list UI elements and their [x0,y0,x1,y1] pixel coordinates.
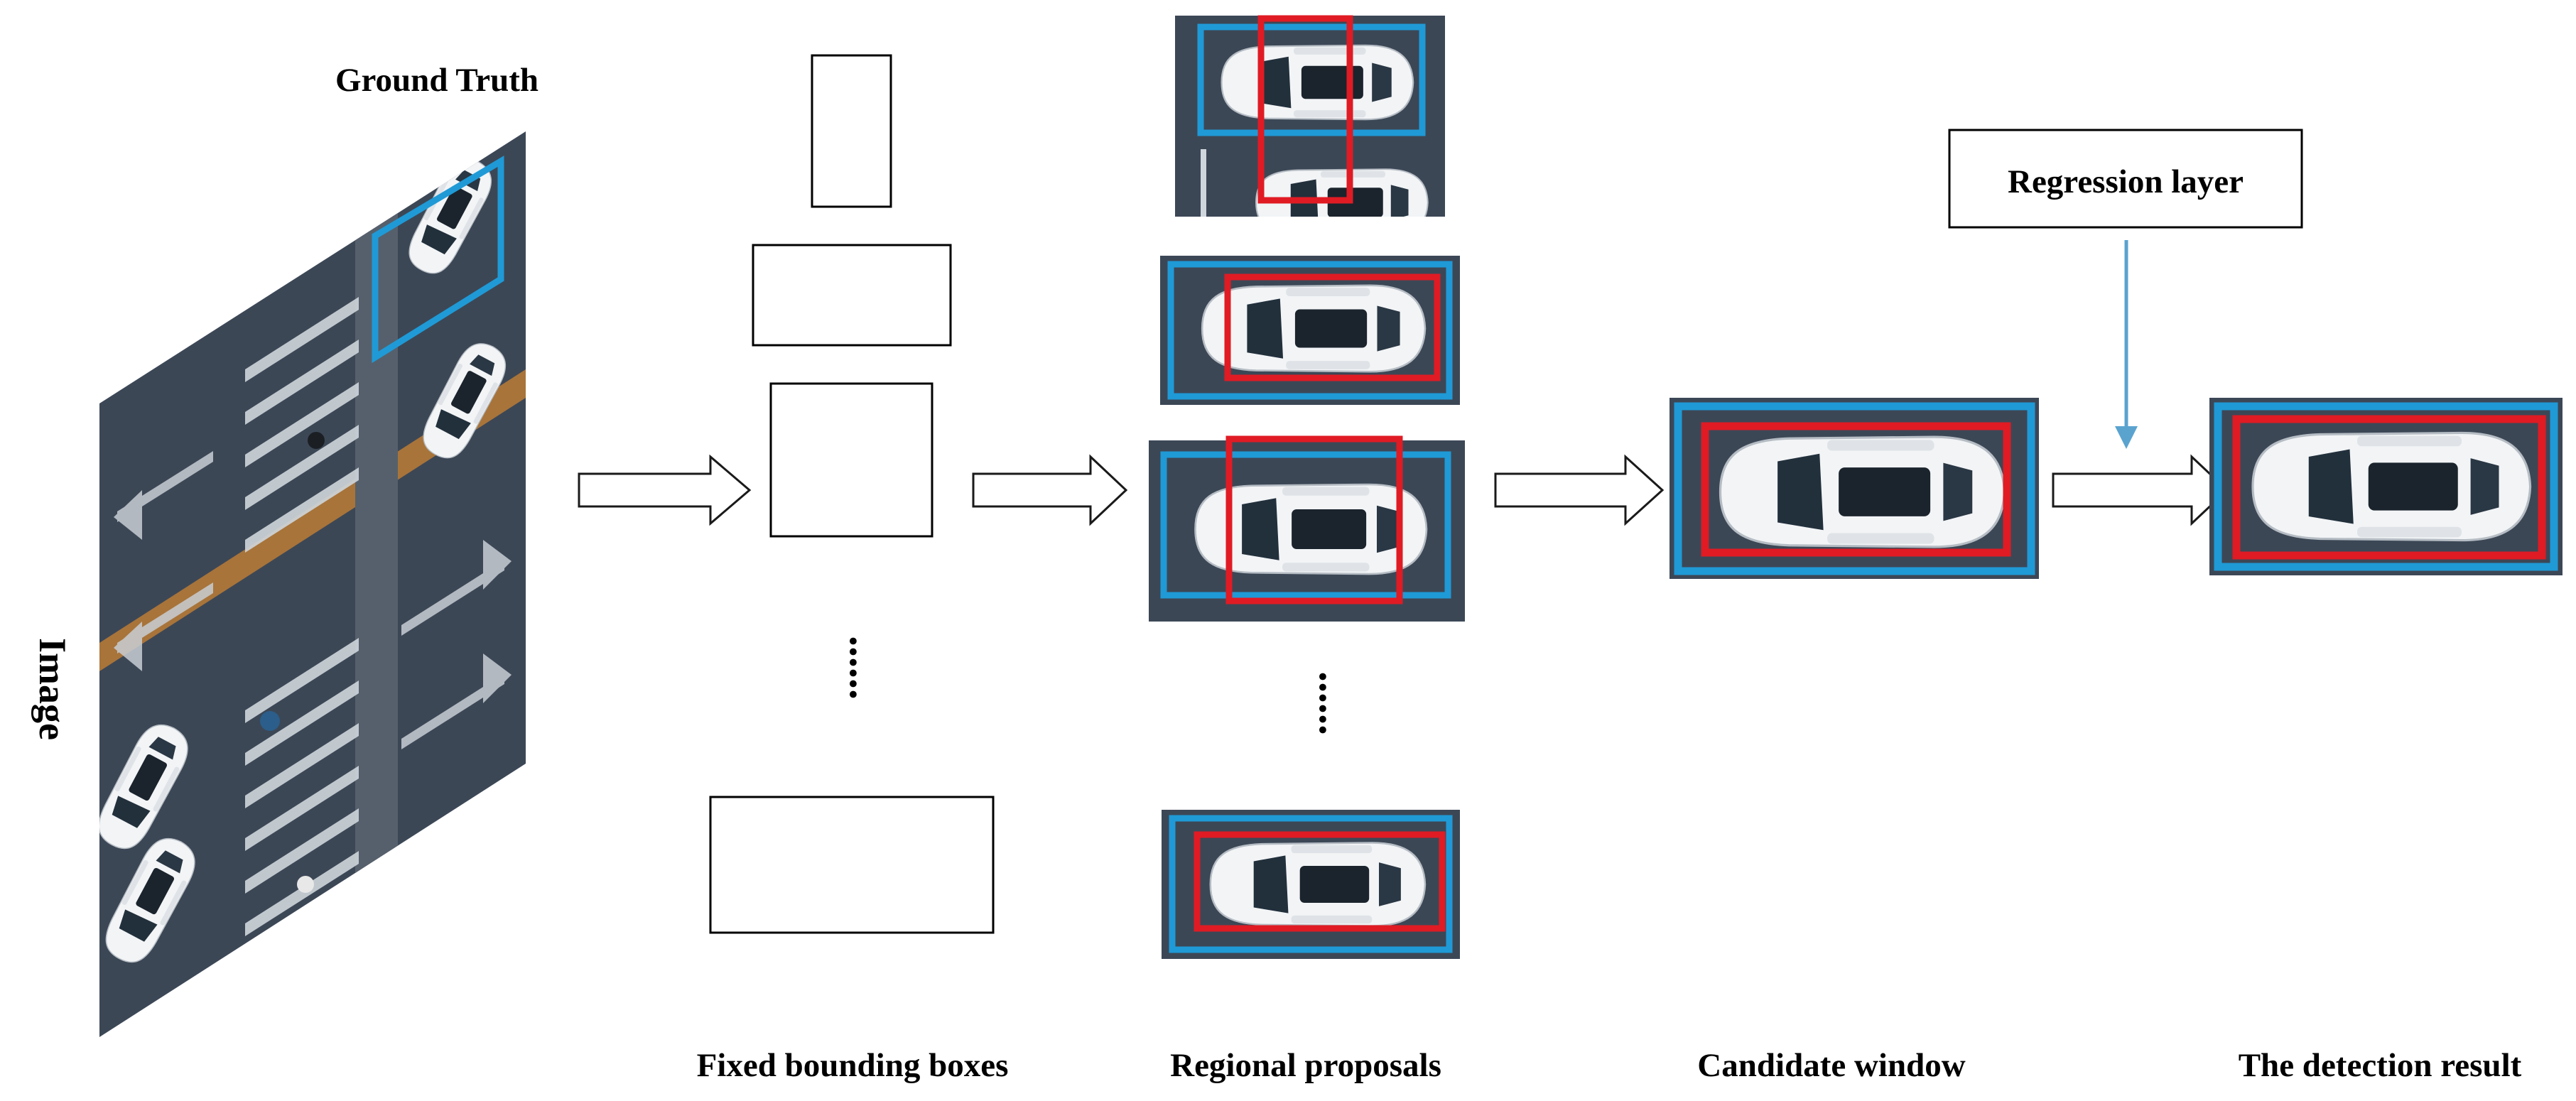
right-arrow-icon [1494,454,1665,526]
candidate-window [1669,398,2039,579]
fixed-bounding-boxes-label: Fixed bounding boxes [697,1047,1009,1084]
fixed-bounding-boxes [709,54,995,934]
ground-truth-box [372,156,504,364]
anchor-box-square [769,382,933,538]
candidate-window-label: Candidate window [1697,1047,1965,1084]
down-arrow-icon [2115,240,2138,449]
anchor-box-large [709,796,995,934]
proposals-ellipsis: ...... [1311,671,1358,735]
proposal-4 [1162,810,1460,959]
proposal-3 [1149,435,1465,622]
detection-result-label: The detection result [2239,1047,2522,1084]
right-arrow-icon [972,454,1128,526]
aerial-road-image [99,131,526,1037]
image-label: Image [31,638,74,740]
fixed-boxes-ellipsis: ...... [841,636,888,700]
anchor-box-tall [811,54,892,208]
proposal-1 [1175,15,1445,217]
ground-truth-label: Ground Truth [335,62,539,99]
regression-layer-box [1948,129,2303,229]
regression-layer-label: Regression layer [2008,163,2244,200]
proposal-2 [1160,256,1460,405]
regional-proposals-label: Regional proposals [1170,1047,1441,1084]
anchor-box-wide [752,244,952,347]
detection-result [2209,398,2563,575]
right-arrow-icon [578,454,752,526]
right-arrow-icon [2052,454,2229,526]
